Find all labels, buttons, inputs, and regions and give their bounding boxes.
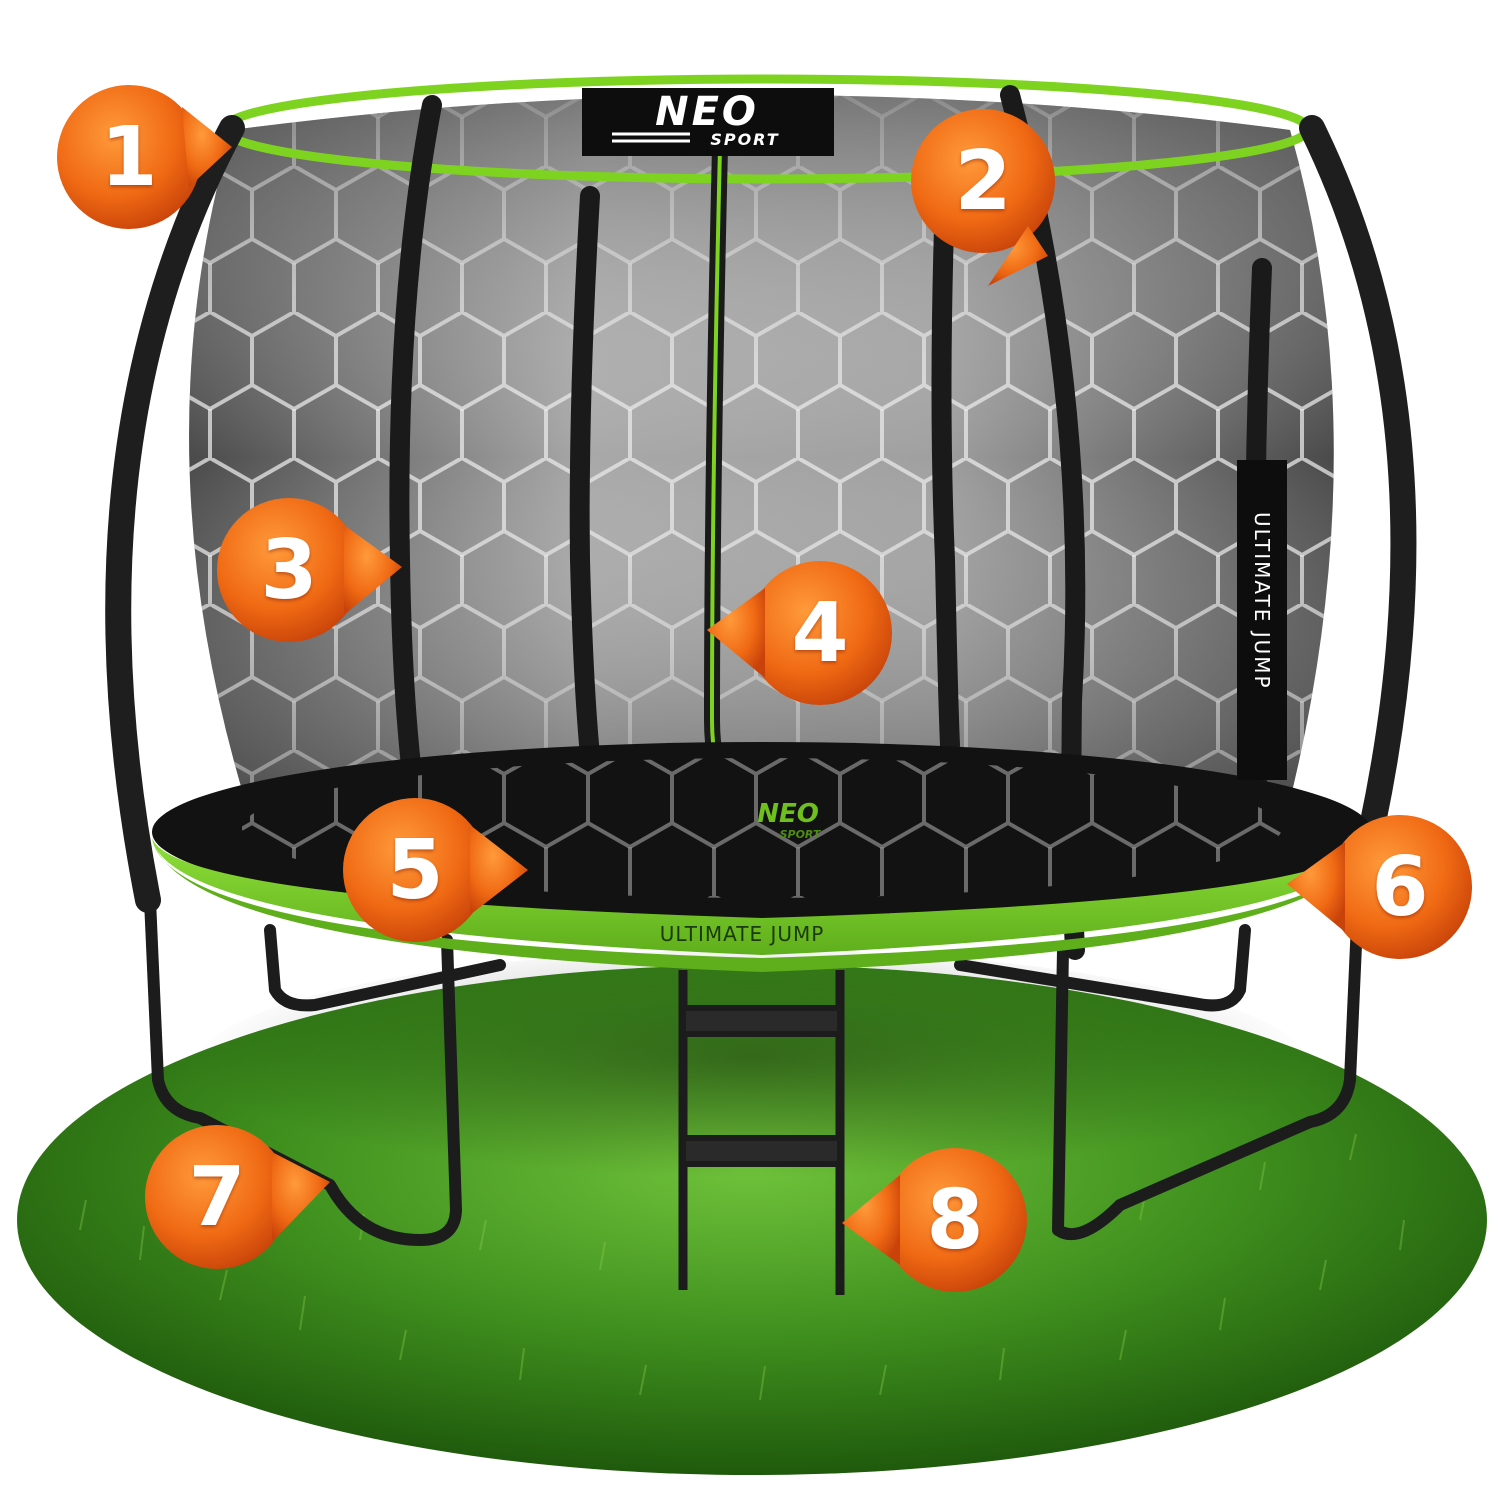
callout-8: 8 [842, 1145, 1030, 1295]
side-banner-text: ULTIMATE JUMP [1250, 512, 1274, 690]
brand-logo-stripes [612, 132, 690, 143]
callout-6: 6 [1287, 812, 1475, 962]
grass-shadow [192, 950, 1312, 1190]
callout-5: 5 [340, 795, 528, 945]
outer-poles [105, 115, 1417, 913]
side-banner [1237, 460, 1287, 780]
callout-6-number: 6 [1371, 839, 1429, 935]
callout-1: 1 [54, 82, 232, 232]
callout-5-number: 5 [386, 822, 444, 918]
callout-3: 3 [214, 495, 402, 645]
callout-1-number: 1 [100, 109, 158, 205]
brand-logo-sport: SPORT [710, 130, 779, 149]
callout-4: 4 [707, 558, 895, 708]
callout-2: 2 [908, 106, 1058, 286]
callout-2-number: 2 [954, 133, 1012, 229]
pad-brand-text: ULTIMATE JUMP [660, 922, 825, 946]
safety-net [189, 95, 1334, 820]
callout-3-number: 3 [260, 522, 318, 618]
mat-logo-top: NEO [757, 799, 819, 829]
callout-7: 7 [142, 1122, 330, 1272]
mat-logo-bottom: SPORT [780, 828, 822, 841]
callout-7-number: 7 [188, 1149, 246, 1245]
brand-logo-neo: NEO [655, 89, 759, 135]
brand-banner [582, 88, 834, 156]
callout-8-number: 8 [926, 1172, 984, 1268]
callout-4-number: 4 [791, 585, 849, 681]
ladder [678, 970, 845, 1295]
w-legs [144, 894, 1364, 1246]
